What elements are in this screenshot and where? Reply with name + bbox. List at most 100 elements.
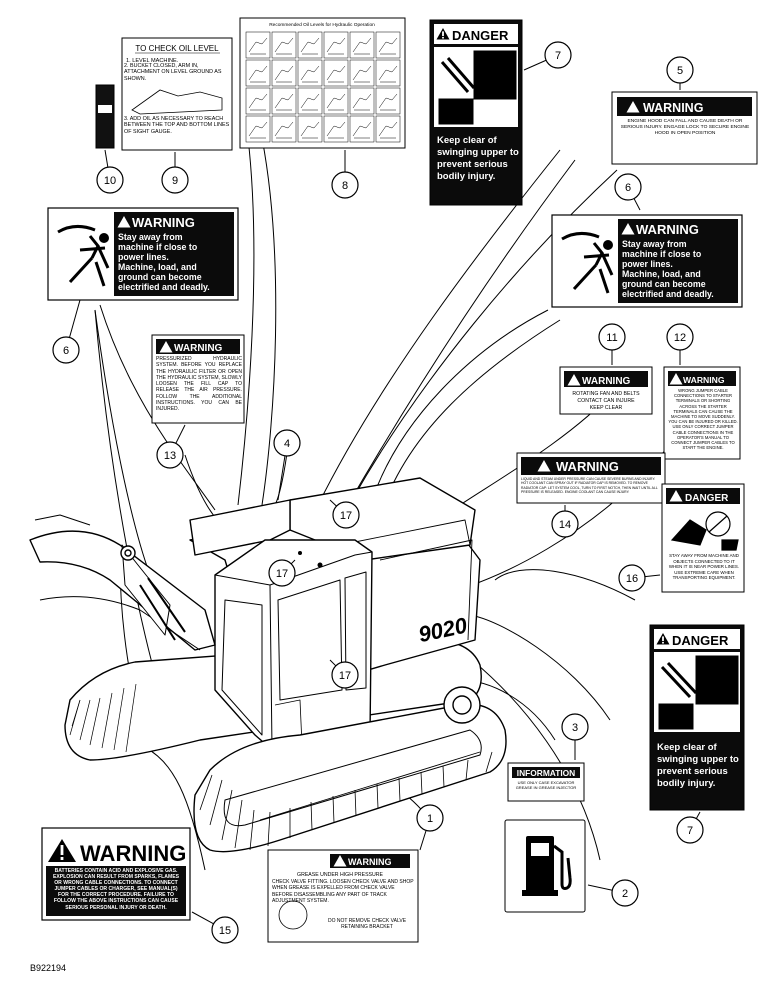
decal-8-sketch <box>378 121 398 139</box>
decal-8-sketch <box>300 93 320 111</box>
decal-6-right: WARNING Stay away from machine if close … <box>551 214 743 308</box>
callout-leader <box>277 455 286 501</box>
decal-12-header: WARNING <box>683 375 725 385</box>
callout-leader <box>104 149 109 168</box>
callout-number: 13 <box>164 450 176 462</box>
fuel-pump-icon <box>522 836 572 896</box>
decal-7-right-header: DANGER <box>672 633 729 648</box>
decal-6-right-line2: machine if close to <box>622 249 702 259</box>
callout-8: 8 <box>331 150 359 199</box>
callout-circle <box>211 916 239 944</box>
callout-circle <box>52 336 80 364</box>
callout-circle <box>331 171 359 199</box>
decal-3-text: USE ONLY CASE EXCAVATOR GREASE IN GREASE… <box>515 780 577 790</box>
decal-8: Recommended Oil Levels for Hydraulic Ope… <box>239 17 406 149</box>
decal-1-valve-sketch <box>278 900 308 930</box>
decal-8-sketch <box>248 93 268 111</box>
decal-13: WARNING PRESSURIZED HYDRAULIC SYSTEM. BE… <box>151 334 245 424</box>
decal-8-sketch <box>378 65 398 83</box>
decal-8-cell <box>297 31 323 59</box>
decal-14-text: LIQUID AND STEAM UNDER PRESSURE CAN CAUS… <box>521 477 658 495</box>
decal-8-cell <box>297 59 323 87</box>
callout-17: 17 <box>268 559 296 587</box>
callout-circle <box>614 173 642 201</box>
decal-8-cell <box>245 59 271 87</box>
callout-circle <box>332 501 360 529</box>
decal-1-header: WARNING <box>348 857 392 867</box>
callout-number: 15 <box>219 925 231 937</box>
decal-6-left-line2: machine if close to <box>118 242 198 252</box>
decal-15-text: BATTERIES CONTAIN ACID AND EXPLOSIVE GAS… <box>52 868 180 911</box>
callout-leader <box>329 499 337 507</box>
decal-1: WARNING GREASE UNDER HIGH PRESSURE CHECK… <box>267 849 419 943</box>
callout-number: 7 <box>687 825 693 837</box>
decal-8-sketch <box>274 65 294 83</box>
decal-14-header: WARNING <box>556 459 619 474</box>
excavator-illustration: 9020 <box>29 477 507 853</box>
callout-leader <box>329 659 337 667</box>
decal-3-header: INFORMATION <box>517 768 575 778</box>
decal-8-sketch <box>274 93 294 111</box>
decal-6-left-header: WARNING <box>132 215 195 230</box>
callout-circle <box>561 713 589 741</box>
decal-7-top-pictogram <box>438 50 517 125</box>
callout-number: 9 <box>172 175 178 187</box>
callout-4: 4 <box>273 429 301 501</box>
decal-8-cell <box>271 31 297 59</box>
drawing-id: B922194 <box>30 963 66 973</box>
callout-number: 10 <box>104 175 116 187</box>
callout-number: 16 <box>626 573 638 585</box>
callout-circle <box>544 41 572 69</box>
decal-6-left-line5: ground can become <box>118 272 202 282</box>
callout-circle <box>156 441 184 469</box>
callout-leader <box>644 574 661 578</box>
callout-6: 6 <box>52 299 81 364</box>
decal-8-sketch <box>326 93 346 111</box>
callout-16: 16 <box>618 564 661 592</box>
callout-17: 17 <box>329 659 359 689</box>
decal-14: WARNING LIQUID AND STEAM UNDER PRESSURE … <box>516 452 666 504</box>
callout-13: 13 <box>156 424 186 469</box>
callout-circle <box>676 816 704 844</box>
decal-7-top-line1: Keep clear of <box>437 135 497 146</box>
callout-17: 17 <box>329 499 360 529</box>
decal-8-sketch <box>326 65 346 83</box>
decal-6-right-line6: electrified and deadly. <box>622 289 714 299</box>
decal-15: WARNING BATTERIES CONTAIN ACID AND EXPLO… <box>41 827 191 921</box>
decal-6-right-pictogram <box>561 232 614 294</box>
callout-circle <box>96 166 124 194</box>
decal-6-left-line3: power lines. <box>118 252 169 262</box>
callout-circle <box>598 323 626 351</box>
decal-2 <box>504 819 586 913</box>
decal-6-right-line5: ground can become <box>622 279 706 289</box>
decal-8-cell <box>349 59 375 87</box>
decal-12-text: WRONG JUMPER CABLE CONNECTIONS TO STARTE… <box>668 388 738 451</box>
decal-6-right-line1: Stay away from <box>622 239 687 249</box>
decal-8-sketch <box>248 121 268 139</box>
decal-6-left-line4: Machine, load, and <box>118 262 197 272</box>
callout-7: 7 <box>523 41 572 71</box>
decal-8-cell <box>349 115 375 143</box>
decal-6-right-line4: Machine, load, and <box>622 269 701 279</box>
decal-8-sketch <box>326 121 346 139</box>
decal-9-machine-sketch <box>131 89 223 115</box>
callout-3: 3 <box>561 713 589 760</box>
decal-8-sketch <box>352 93 372 111</box>
callout-number: 3 <box>572 722 578 734</box>
callout-6: 6 <box>614 173 642 211</box>
decal-16-header: DANGER <box>685 493 729 504</box>
decal-8-sketch <box>326 37 346 55</box>
track-rollers <box>259 751 481 821</box>
decal-1-footer: DO NOT REMOVE CHECK VALVE RETAINING BRAC… <box>327 918 407 931</box>
decal-8-cell <box>375 87 401 115</box>
callout-number: 1 <box>427 813 433 825</box>
callout-circle <box>611 879 639 907</box>
decal-7-top: DANGER Keep clear of swinging upper to p… <box>429 19 523 206</box>
callout-5: 5 <box>666 56 694 90</box>
decal-7-top-header: DANGER <box>452 28 509 43</box>
decal-12: WARNING WRONG JUMPER CABLE CONNECTIONS T… <box>663 366 741 460</box>
decal-7-right: DANGER Keep clear of swinging upper to p… <box>649 624 745 811</box>
callout-leader <box>695 811 701 819</box>
callout-leader <box>523 59 547 71</box>
